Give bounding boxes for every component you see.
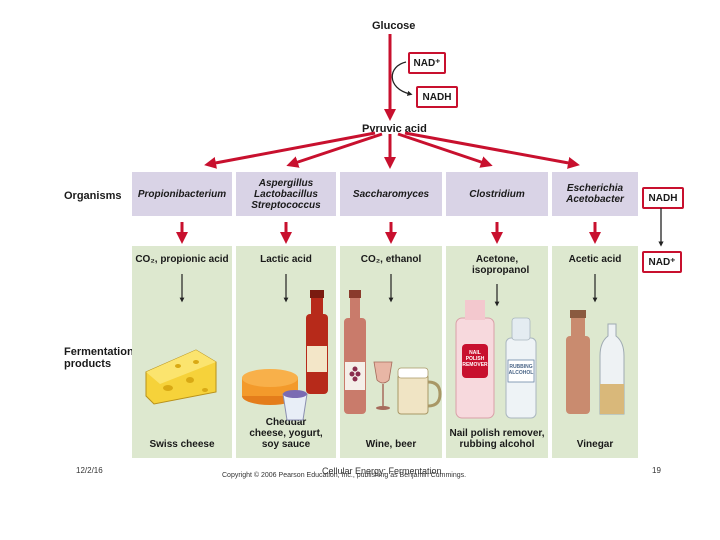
organism-box: Aspergillus Lactobacillus Streptococcus	[236, 172, 336, 216]
organism-name: Aspergillus Lactobacillus Streptococcus	[251, 177, 321, 211]
nadh-box: NADH	[416, 86, 458, 108]
fermentation-products-row-label: Fermentation products	[64, 346, 134, 370]
vinegar-illustration	[566, 310, 625, 415]
organism-name: Propionibacterium	[137, 188, 227, 200]
chemical-product: Acetic acid	[568, 254, 622, 265]
organism-name: Saccharomyces	[352, 188, 430, 200]
glucose-label: Glucose	[372, 20, 416, 32]
pyruvic-acid-label: Pyruvic acid	[362, 123, 427, 135]
food-product: Cheddar cheese, yogurt, soy sauce	[249, 417, 323, 450]
footer-title: Cellular Energy: Fermentation	[322, 466, 442, 476]
food-product: Vinegar	[576, 439, 614, 450]
page-number: 19	[652, 466, 661, 475]
organism-box: Saccharomyces	[340, 172, 442, 216]
organisms-row-label: Organisms	[64, 190, 122, 202]
chemical-product: Acetone, isopropanol	[472, 254, 530, 276]
food-product: Swiss cheese	[149, 439, 215, 450]
organism-name: Clostridium	[469, 188, 525, 200]
cheddar-yogurt-soy-illustration	[242, 290, 328, 421]
nail-polish-rubbing-alcohol-illustration	[455, 300, 537, 419]
right-nad-plus-box: NAD⁺	[642, 251, 682, 273]
branch-arrow	[204, 131, 376, 169]
food-product: Wine, beer	[365, 439, 417, 450]
nad-plus-box: NAD⁺	[408, 52, 446, 74]
footer-copyright: Copyright © 2006 Pearson Education, Inc.…	[222, 472, 467, 479]
organism-box: Escherichia Acetobacter	[552, 172, 638, 216]
organism-box: Propionibacterium	[132, 172, 232, 216]
swiss-cheese-illustration	[145, 349, 217, 405]
branch-arrow	[404, 131, 580, 169]
branch-arrow	[286, 132, 383, 168]
right-nadh-box: NADH	[642, 187, 684, 209]
organism-box: Clostridium	[446, 172, 548, 216]
chemical-product: CO₂, propionic acid	[135, 254, 229, 265]
wine-beer-illustration	[344, 290, 442, 415]
branch-arrow	[397, 132, 493, 168]
chemical-product: CO₂, ethanol	[360, 254, 422, 265]
rubbing-alcohol-bottle-label: RUBBING ALCOHOL	[508, 364, 534, 376]
organism-name: Escherichia Acetobacter	[566, 183, 624, 205]
footer-date: 12/2/16	[76, 466, 103, 475]
food-product: Nail polish remover, rubbing alcohol	[449, 428, 545, 450]
nad-reduction-curve	[391, 61, 413, 96]
nail-polish-bottle-label: NAIL POLISH REMOVER	[462, 350, 488, 368]
chemical-product: Lactic acid	[260, 254, 312, 265]
